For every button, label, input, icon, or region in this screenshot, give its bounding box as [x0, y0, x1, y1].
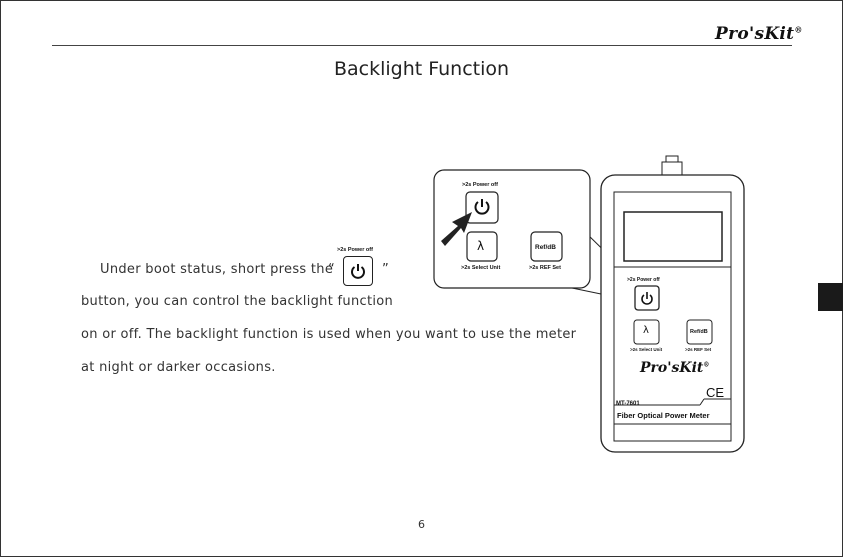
device-product-name: Fiber Optical Power Meter [617, 411, 710, 420]
body-line-4: at night or darker occasions. [81, 360, 276, 375]
zoom-ref-button [530, 231, 563, 262]
header-rule [52, 45, 792, 46]
body-line-2: button, you can control the backlight fu… [81, 294, 394, 309]
zoom-lambda-label: >2s Select Unit [461, 265, 501, 271]
power-icon [351, 264, 365, 279]
page-number: 6 [418, 518, 425, 531]
zoom-power-button [465, 191, 499, 224]
device-power-label: >2s Power off [627, 277, 660, 283]
device-ref-button-label: Ref/dB [690, 329, 708, 335]
brand-logo: Pro'sKit® [715, 24, 803, 44]
open-quote: “ [328, 262, 335, 277]
zoom-power-icon [474, 201, 490, 215]
device-ref-button [686, 319, 713, 345]
body-line-1: Under boot status, short press the [100, 262, 334, 277]
page-title: Backlight Function [333, 58, 510, 80]
zoom-power-label: >2s Power off [462, 182, 498, 188]
device-power-icon [641, 294, 653, 305]
zoom-ref-button-label: Ref/dB [535, 244, 556, 251]
close-quote: ” [382, 262, 389, 277]
section-tab-marker [818, 283, 843, 311]
zoom-ref-label: >2s REF Set [529, 265, 561, 271]
device-lambda-label: >2s Select Unit [630, 347, 663, 352]
pointer-arrow-icon [441, 212, 472, 246]
device-screen [623, 211, 723, 262]
inline-power-button-illustration [343, 256, 373, 286]
body-line-3: on or off. The backlight function is use… [81, 327, 577, 342]
device-ref-label: >2s REF Set [685, 347, 712, 352]
device-model: MT-7601 [616, 401, 640, 407]
device-brand-logo: Pro'sKit® [640, 360, 710, 376]
zoom-lambda-icon: λ [477, 239, 485, 253]
ce-mark: CE [706, 385, 725, 400]
device-panel [613, 266, 732, 442]
zoom-lambda-button [466, 231, 498, 262]
device-lambda-button [633, 319, 660, 345]
inline-power-label: >2s Power off [337, 247, 373, 253]
device-lambda-icon: λ [643, 325, 649, 336]
